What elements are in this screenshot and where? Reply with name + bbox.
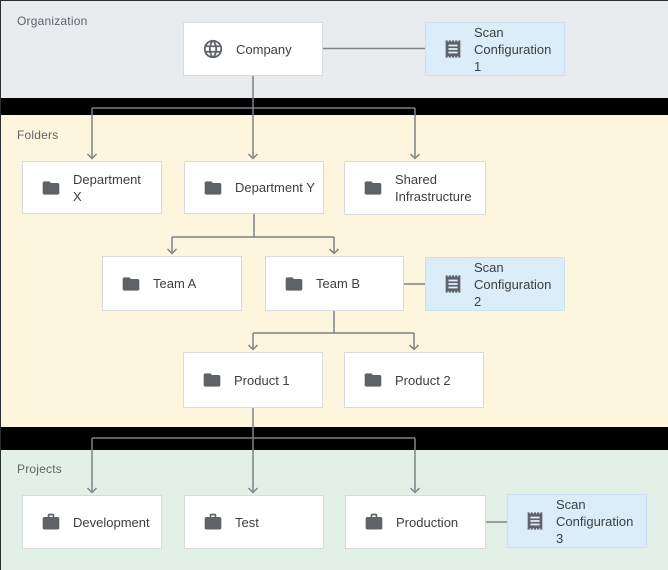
node-label: Shared Infrastructure (395, 172, 472, 204)
node-test: Test (184, 495, 324, 549)
node-product-1: Product 1 (183, 352, 323, 408)
node-production: Production (345, 495, 486, 549)
node-department-x: Department X (22, 161, 162, 214)
node-label: Development (73, 514, 150, 530)
folder-icon (203, 178, 223, 198)
section-divider-bar (1, 98, 668, 115)
node-label: Department Y (235, 180, 315, 195)
node-company: Company (183, 22, 323, 76)
node-label: Team A (153, 276, 197, 291)
node-product-2: Product 2 (344, 352, 484, 408)
folder-icon (41, 178, 61, 198)
node-label: Team B (316, 276, 361, 291)
section-divider-bar (1, 427, 668, 450)
node-development: Development (22, 495, 162, 549)
node-shared-infrastructure: Shared Infrastructure (344, 161, 486, 215)
node-label: Department X (73, 171, 141, 204)
node-label: Scan Configuration 1 (474, 24, 552, 74)
folder-icon (363, 370, 383, 390)
node-label: Scan Configuration 3 (556, 496, 634, 546)
node-team-b: Team B (265, 256, 404, 311)
node-team-a: Team A (102, 256, 242, 311)
organization-section-label: Organization (17, 14, 88, 28)
node-scan-configuration-3: Scan Configuration 3 (507, 494, 647, 548)
node-department-y: Department Y (184, 161, 324, 214)
briefcase-icon (203, 512, 223, 532)
receipt-icon (442, 38, 464, 60)
node-scan-configuration-1: Scan Configuration 1 (425, 22, 565, 76)
node-label: Product 2 (395, 372, 451, 388)
node-label: Scan Configuration 2 (474, 259, 552, 309)
folder-icon (363, 178, 383, 198)
receipt-icon (442, 273, 464, 295)
node-label: Production (396, 514, 459, 530)
node-scan-configuration-2: Scan Configuration 2 (425, 257, 565, 311)
globe-icon (202, 38, 224, 60)
folder-icon (202, 370, 222, 390)
folders-section-label: Folders (17, 128, 59, 142)
receipt-icon (524, 510, 546, 532)
node-label: Company (236, 41, 292, 57)
organization-section (1, 1, 668, 98)
briefcase-icon (364, 512, 384, 532)
projects-section-label: Projects (17, 462, 62, 476)
node-label: Test (235, 514, 259, 530)
node-label: Product 1 (234, 372, 290, 388)
briefcase-icon (41, 512, 61, 532)
folder-icon (121, 274, 141, 294)
folder-icon (284, 274, 304, 294)
